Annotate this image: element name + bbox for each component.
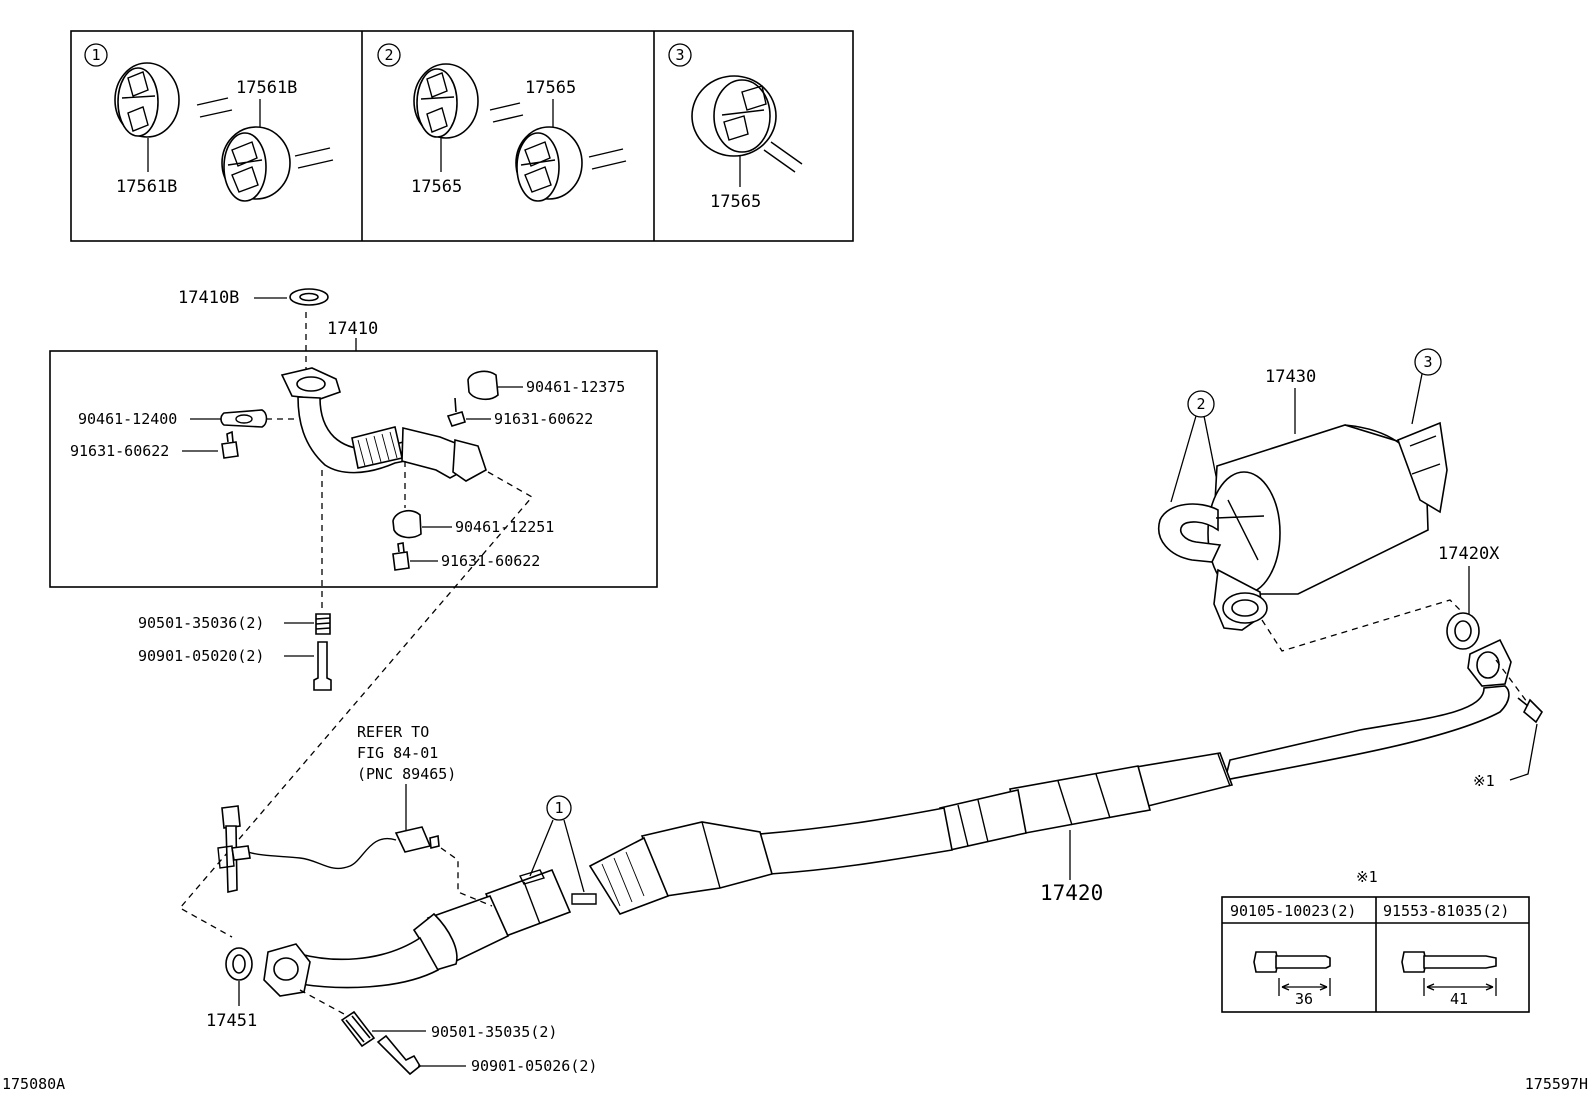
rubber-hanger: [515, 126, 583, 202]
muffler-group: 17430 3 2 17420X: [1157, 348, 1500, 652]
gasket-top-label: 17410B: [178, 288, 239, 308]
front-gasket-group: 17451 90501-35035(2) 90901-05026(2): [206, 947, 597, 1076]
leader-line: [529, 819, 554, 877]
inset-panel-1: 1 17561B 17561B: [84, 43, 334, 202]
clamp-3-label: 90461-12251: [455, 518, 554, 536]
note-ref-label: ※1: [1473, 772, 1495, 790]
bolt: [221, 430, 239, 459]
rubber-hanger: [691, 75, 777, 157]
center-pipe: [263, 638, 1512, 997]
bolt-illustration: [1401, 951, 1497, 996]
gasket-hole: [299, 292, 319, 302]
part-label: 17561B: [116, 177, 177, 197]
spring: [340, 1010, 376, 1048]
part-label: 17561B: [236, 78, 297, 98]
ref-circle: [1414, 348, 1442, 376]
hanger-rod: [588, 148, 627, 170]
bolt: [376, 1034, 422, 1076]
spring-bottom-label: 90501-35035(2): [431, 1023, 557, 1041]
bolt-table-part: 91553-81035(2): [1383, 902, 1509, 920]
front-pipe-box: [49, 350, 658, 588]
panel-number-circle: [377, 43, 401, 67]
inset-panel-3: 3 17565: [668, 43, 803, 212]
front-pipe-group: 17410B 17410 90461-12375 91631-60622 904…: [49, 288, 658, 938]
hanger-rod: [294, 147, 334, 169]
center-pipe-group: ※1 17420 1: [263, 638, 1544, 997]
center-pipe-label: 17420: [1040, 881, 1103, 905]
hanger-rod: [763, 141, 803, 173]
muffler-label: 17430: [1265, 367, 1316, 387]
spring: [315, 613, 331, 635]
bolt-top-label: 90901-05020(2): [138, 647, 264, 665]
bolt: [392, 542, 410, 571]
hanger-rod: [489, 102, 524, 123]
part-label: 17565: [525, 78, 576, 98]
gasket-front-label: 17451: [206, 1011, 257, 1031]
bolt-length: 41: [1450, 990, 1468, 1008]
bolt-length: 36: [1295, 990, 1313, 1008]
leader-line: [1170, 415, 1197, 503]
clamp-2-label: 90461-12400: [78, 410, 177, 428]
bolt: [1517, 697, 1544, 724]
gasket-hole: [1454, 620, 1472, 642]
spring-top-label: 90501-35036(2): [138, 614, 264, 632]
part-label: 17565: [411, 177, 462, 197]
rubber-hanger: [114, 62, 180, 138]
panel-number-circle: [668, 43, 692, 67]
leader-line: [563, 819, 585, 893]
bolt-illustration: [1253, 951, 1331, 996]
clamp: [220, 409, 268, 428]
pipe-hangers-ref: 1: [554, 799, 563, 817]
footer-left-code: 175080A: [2, 1075, 65, 1093]
leader-line: [1411, 373, 1423, 425]
panel-number: 3: [675, 46, 684, 64]
part-label: 17565: [710, 192, 761, 212]
bolt-2-label: 91631-60622: [70, 442, 169, 460]
panel-number: 1: [91, 46, 100, 64]
muffler-ref: 3: [1423, 353, 1432, 371]
ref-circle: [1187, 390, 1215, 418]
clamp-1-label: 90461-12375: [526, 378, 625, 396]
clamp: [392, 509, 422, 539]
bolt-1-label: 91631-60622: [494, 410, 593, 428]
bolt-table: ※1 90105-10023(2) 91553-81035(2) 36 41: [1221, 868, 1530, 1013]
ref-circle: [546, 795, 572, 821]
front-pipe-label: 17410: [327, 319, 378, 339]
assembly-line: [1495, 659, 1531, 707]
assembly-line: [299, 989, 356, 1021]
gasket-rear-label: 17420X: [1438, 544, 1500, 564]
inset-panels: 1 17561B 17561B 2: [70, 30, 854, 242]
footer-right-code: 175597H: [1525, 1075, 1588, 1093]
refer-line-2: FIG 84-01: [357, 744, 438, 762]
inset-panel-2: 2 17565 17565: [377, 43, 627, 202]
bolt-3-label: 91631-60622: [441, 552, 540, 570]
bolt-bottom-label: 90901-05026(2): [471, 1057, 597, 1075]
rubber-hanger: [221, 126, 291, 202]
oxygen-sensor: [217, 805, 440, 893]
bolt: [446, 397, 466, 427]
muffler-hangers-ref: 2: [1196, 395, 1205, 413]
front-pipe: [280, 367, 487, 482]
bolt-table-part: 90105-10023(2): [1230, 902, 1356, 920]
clamp-hole: [235, 414, 253, 424]
bolt: [313, 641, 332, 691]
rubber-hanger: [413, 63, 479, 139]
refer-line-1: REFER TO: [357, 723, 429, 741]
assembly-line: [178, 471, 534, 938]
gasket-hole: [232, 954, 246, 974]
leader-line: [1509, 723, 1538, 781]
panel-number-circle: [84, 43, 108, 67]
refer-line-3: (PNC 89465): [357, 765, 456, 783]
oxygen-sensor-group: REFER TO FIG 84-01 (PNC 89465): [217, 723, 493, 907]
assembly-line: [440, 847, 493, 907]
clamp: [467, 370, 499, 401]
muffler: [1157, 421, 1448, 631]
inset-frame: [70, 30, 854, 242]
bolt-table-marker: ※1: [1356, 868, 1378, 886]
assembly-line: [1261, 599, 1471, 652]
panel-number: 2: [384, 46, 393, 64]
hanger-rod: [196, 97, 233, 118]
